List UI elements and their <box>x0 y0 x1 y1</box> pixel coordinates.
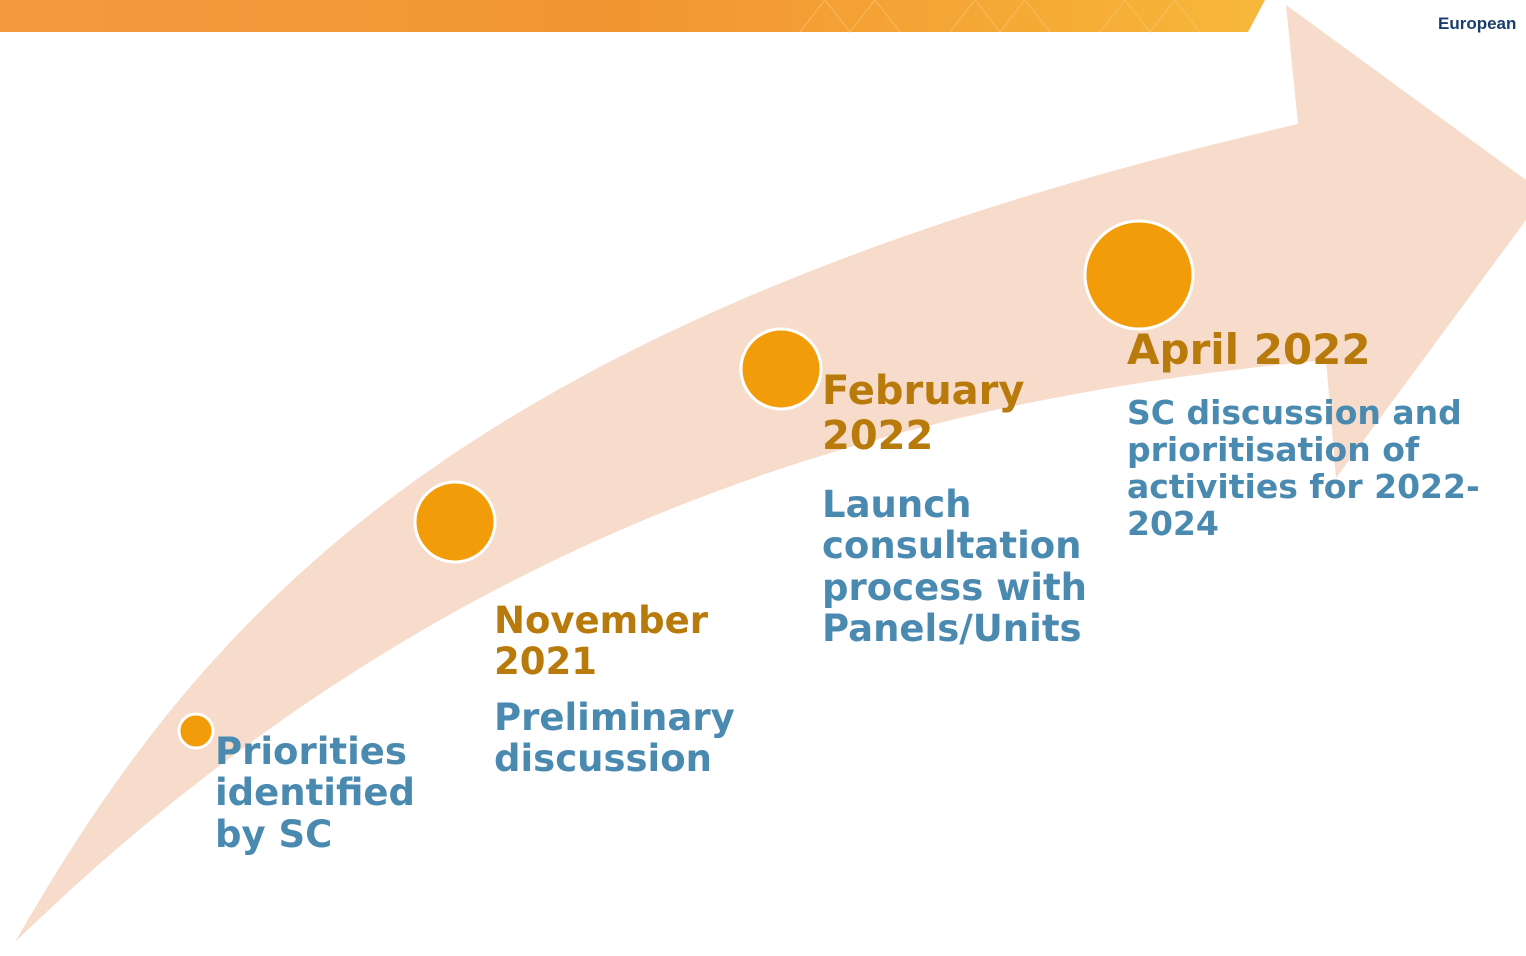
banner-pattern <box>799 0 1201 33</box>
milestone-3-description-line: Panels/Units <box>822 607 1082 651</box>
milestone-3-description-line: Launch <box>822 483 972 526</box>
milestone-2-date-line: 2021 <box>494 640 597 684</box>
milestone-1-description-line: identified <box>215 771 415 815</box>
milestone-node-2 <box>413 480 497 564</box>
milestone-4-description-line: activities for 2022- <box>1127 466 1480 506</box>
milestone-3-date-line: February <box>822 368 1025 414</box>
milestone-2-description-line: discussion <box>494 737 712 781</box>
milestone-3-date-line: 2022 <box>822 412 934 459</box>
milestone-2-description-line: Preliminary <box>494 696 735 739</box>
milestone-2-description: Preliminary discussion <box>494 697 735 780</box>
milestone-1-description-line: by SC <box>215 812 333 856</box>
milestone-4-description-line: SC discussion and <box>1127 393 1462 432</box>
milestone-2-date-line: November <box>494 599 708 642</box>
milestone-3-description-line: process with <box>822 565 1087 609</box>
milestone-node-4 <box>1083 219 1195 331</box>
milestone-1-description: Priorities identified by SC <box>215 730 415 856</box>
milestone-node-1 <box>177 712 215 750</box>
milestone-4-description: SC discussion and prioritisation of acti… <box>1127 393 1480 543</box>
organization-logo-text: European <box>1438 14 1517 33</box>
milestone-1-description-line: Priorities <box>215 730 407 773</box>
header-banner <box>0 0 1265 32</box>
milestone-node-3 <box>739 327 823 411</box>
milestone-3-description: Launch consultation process with Panels/… <box>822 484 1087 650</box>
milestone-4-description-line: prioritisation of <box>1127 429 1420 469</box>
milestone-4-date: April 2022 <box>1127 326 1371 373</box>
milestone-4-description-line: 2024 <box>1127 503 1219 543</box>
milestone-3-description-line: consultation <box>822 524 1082 568</box>
milestone-3-date: February 2022 <box>822 369 1024 459</box>
milestone-2-date: November 2021 <box>494 600 708 683</box>
milestone-4-date-line: April 2022 <box>1127 325 1371 374</box>
